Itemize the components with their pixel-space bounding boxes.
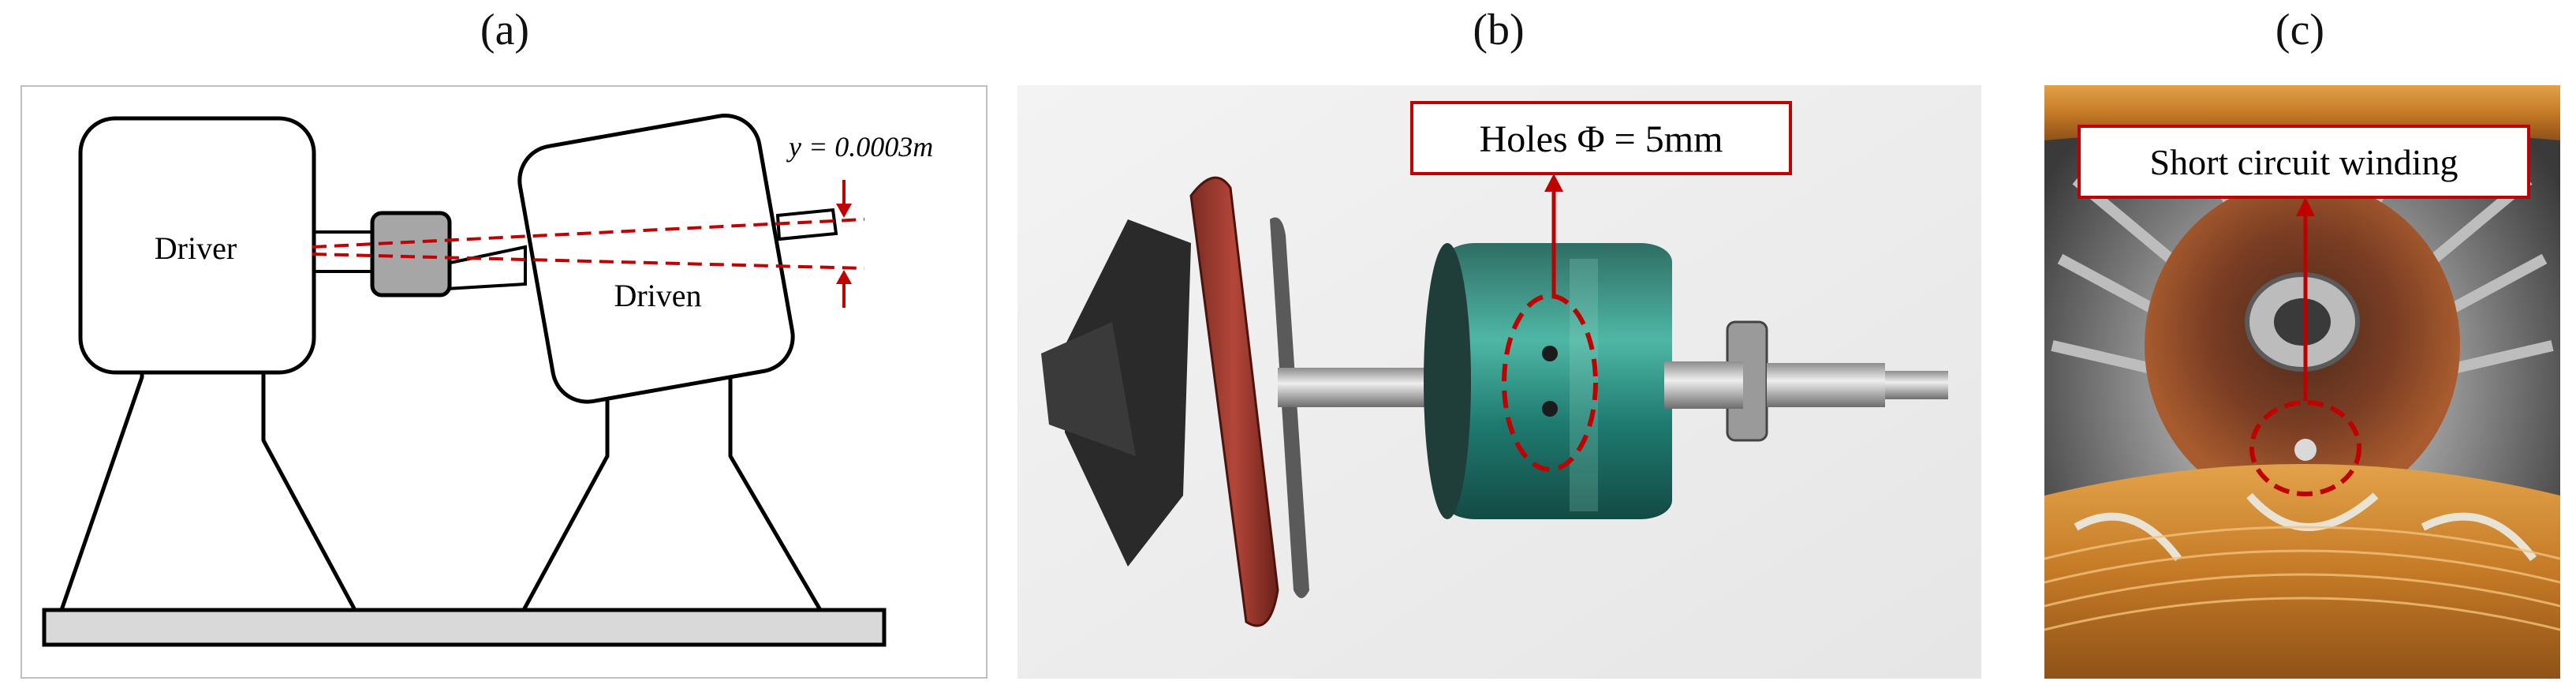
- coupling: [370, 211, 452, 297]
- offset-arrowhead-bottom: [836, 270, 852, 284]
- rotor-shaft-mid: [1664, 361, 1743, 409]
- driven-shaft-end: [775, 208, 838, 241]
- panel-a-label: (a): [480, 6, 530, 54]
- fault-callout-text: Short circuit winding: [2150, 142, 2458, 182]
- driven-body: [517, 114, 795, 404]
- driver-label: Driver: [155, 230, 237, 266]
- rotor-end-left: [1424, 243, 1471, 519]
- driven-axis-line: [312, 253, 865, 270]
- end-flange: [1189, 176, 1279, 627]
- hole-lower: [1542, 401, 1558, 417]
- base-plate: [42, 608, 887, 647]
- offset-arrowhead-top: [836, 204, 852, 218]
- copper-strands: [2044, 526, 2560, 631]
- rotor-core: [1443, 243, 1672, 519]
- holes-callout-arrowhead: [1544, 174, 1563, 192]
- offset-label: y = 0.0003m: [786, 131, 933, 163]
- fan-blade-side: [1041, 322, 1136, 456]
- panel-b-label: (b): [1473, 6, 1525, 54]
- fault-callout-box: [2078, 125, 2530, 199]
- rotor-shaft-tip: [1885, 371, 1948, 399]
- panel-c-label: (c): [2275, 6, 2325, 54]
- hole-upper: [1542, 346, 1558, 361]
- panel-c-stator-photo: Short circuit winding: [2044, 85, 2560, 679]
- fan-blades: [1065, 219, 1191, 567]
- driver-axis-line: [312, 218, 865, 249]
- fault-callout-arrowhead: [2296, 197, 2315, 216]
- holes-highlight-ellipse: [1502, 294, 1598, 472]
- fault-highlight-ellipse: [2249, 400, 2361, 496]
- driven-label: Driven: [614, 278, 701, 313]
- holes-callout-text: Holes Φ = 5mm: [1480, 118, 1723, 160]
- copper-winding-bottom: [2044, 464, 2560, 679]
- flange-rim: [1270, 217, 1309, 598]
- panel-b-rotor-photo: Holes Φ = 5mm: [1017, 85, 1981, 679]
- holes-callout-box: [1410, 101, 1792, 175]
- fault-spot: [2294, 439, 2317, 461]
- rotor-shaft-right: [1767, 363, 1885, 407]
- panel-a-misalignment-diagram: Driver Driven y = 0.0003m: [21, 85, 987, 679]
- driven-support-right: [728, 354, 823, 612]
- bearing-bore: [2274, 298, 2331, 346]
